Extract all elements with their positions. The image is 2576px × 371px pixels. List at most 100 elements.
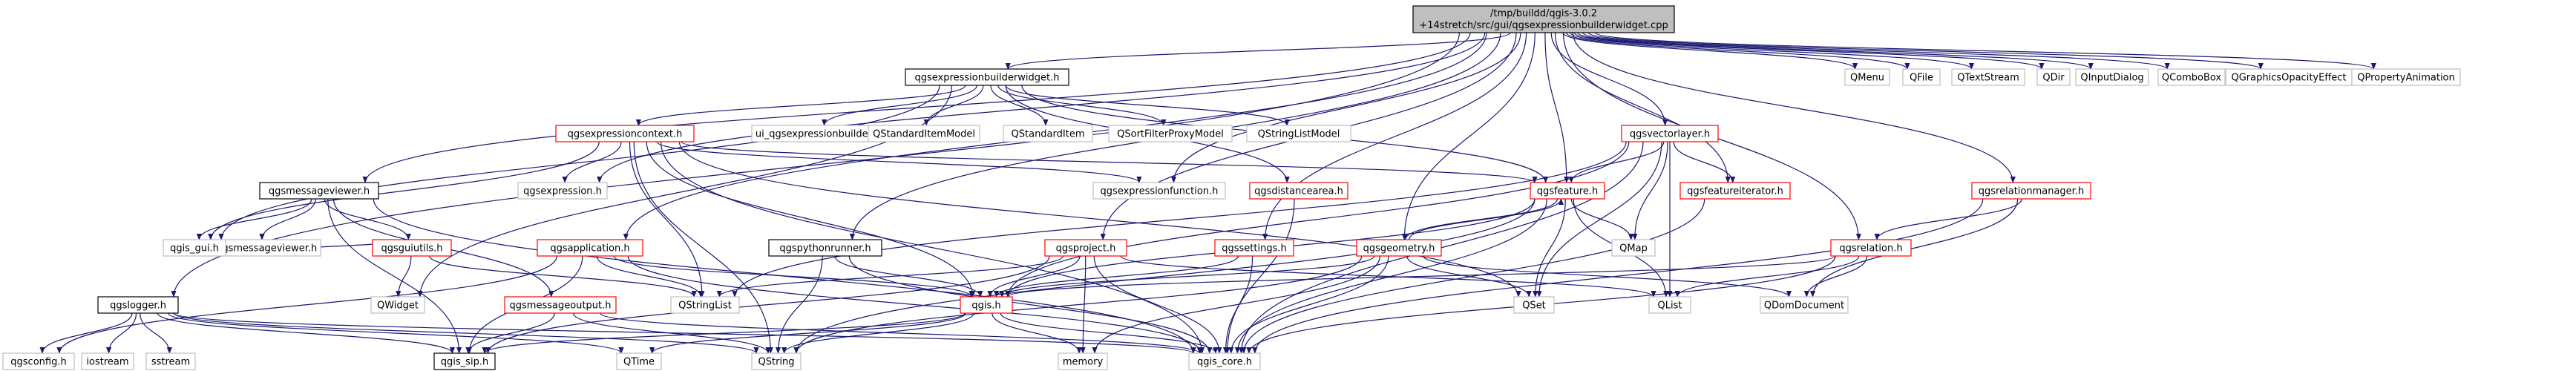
edge-qgis_h-to-QString	[781, 312, 974, 354]
edge-qgsgeometry_h-to-qgis_h	[999, 255, 1375, 298]
header-node-qcombobox-box	[2157, 68, 2226, 86]
header-node-qgsvectorlayer[interactable]: qgsvectorlayer.h	[1621, 125, 1719, 142]
header-node-qmap[interactable]: QMap	[1611, 239, 1656, 257]
header-node-qinputdialog[interactable]: QInputDialog	[2075, 68, 2149, 86]
header-node-qgsguiutils[interactable]: qgsguiutils.h	[372, 239, 452, 257]
header-node-qgsproject-box	[1044, 239, 1127, 257]
edge-root-to-qgsfeatureiterator_h	[1554, 32, 1731, 183]
header-node-sstream-label: sstream	[151, 357, 190, 368]
header-node-qgsexpression-label: qgsexpression.h	[523, 186, 602, 197]
edge-root-to-QFile	[1565, 32, 1910, 70]
header-node-qgsproject[interactable]: qgsproject.h	[1044, 239, 1127, 257]
edge-qgsfeature_h-to-qgis_core_h	[1234, 198, 1547, 354]
header-node-qsortfilterproxymodel[interactable]: QSortFilterProxyModel	[1108, 125, 1233, 142]
edge-qgsexpressioncontext_h-to-QString	[633, 141, 773, 354]
header-node-qgsrelation[interactable]: qgsrelation.h	[1830, 239, 1912, 257]
header-node-qdir[interactable]: QDir	[2036, 68, 2071, 86]
header-node-qgsvectorlayer-label: qgsvectorlayer.h	[1630, 129, 1710, 140]
edge-qgsexpressioncontext_h-to-qgis_h	[646, 141, 976, 298]
header-node-qgsfeature[interactable]: qgsfeature.h	[1530, 182, 1605, 200]
header-node-qgsfeatureiterator[interactable]: qgsfeatureiterator.h	[1679, 182, 1791, 200]
header-node-qfile-label: QFile	[1910, 73, 1933, 84]
header-node-qstringlist[interactable]: QStringList	[670, 296, 740, 314]
header-node-qwidget[interactable]: QWidget	[370, 296, 425, 314]
header-node-qgraphicsopacityeffect-label: QGraphicsOpacityEffect	[2231, 73, 2346, 84]
header-node-iostream[interactable]: iostream	[81, 352, 134, 370]
header-node-qgis-gui-box	[163, 239, 226, 257]
header-node-qstringlistmodel[interactable]: QStringListModel	[1246, 125, 1351, 142]
edge-qgsfeature_h-to-QString	[793, 198, 1536, 354]
header-node-qfile[interactable]: QFile	[1902, 68, 1941, 86]
header-node-qstandarditemmodel-label: QStandardItemModel	[873, 129, 975, 140]
header-node-qgspythonrunner-box	[768, 239, 882, 257]
header-node-qgis-sip[interactable]: qgis_sip.h	[433, 352, 496, 370]
header-node-qgsexpression[interactable]: qgsexpression.h	[517, 182, 608, 200]
header-node-qgsexpressionbuilderwidget-label: qgsexpressionbuilderwidget.h	[915, 73, 1060, 84]
header-node-qgsconfig[interactable]: qgsconfig.h	[2, 352, 75, 370]
edge-qgsproject_h-to-qgis_core_h	[1093, 255, 1222, 354]
header-node-qgis-core[interactable]: qgis_core.h	[1188, 352, 1261, 370]
header-node-qgsrelationmanager[interactable]: qgsrelationmanager.h	[1971, 182, 2091, 200]
header-node-qlist[interactable]: QList	[1648, 296, 1691, 314]
header-node-qcombobox[interactable]: QComboBox	[2157, 68, 2226, 86]
header-node-qgis-label: qgis.h	[971, 301, 1000, 312]
edge-qgsexpressionbuilderwidget_h-to-QStandardItem	[990, 85, 1049, 126]
root-file-label-line1: /tmp/buildd/qgis-3.0.2	[1490, 8, 1597, 19]
header-node-qtime[interactable]: QTime	[616, 352, 662, 370]
header-node-qgsmessageoutput[interactable]: qgsmessageoutput.h	[504, 296, 617, 314]
header-node-qgsexpressioncontext[interactable]: qgsexpressioncontext.h	[555, 125, 695, 142]
edge-qgsdistancearea_h-to-qgis_core_h	[1225, 198, 1295, 354]
header-node-qgraphicsopacityeffect[interactable]: QGraphicsOpacityEffect	[2225, 68, 2353, 86]
header-node-qtextstream[interactable]: QTextStream	[1951, 68, 2025, 86]
root-file-label-line2: +14stretch/src/gui/qgsexpressionbuilderw…	[1419, 20, 1668, 31]
header-node-qgsexpressionbuilderwidget[interactable]: qgsexpressionbuilderwidget.h	[905, 68, 1069, 86]
edge-qgsrelationmanager_h-to-qgis_core_h	[1252, 198, 1984, 354]
edge-qgsmessageviewer_h-to-qgis_core_h	[373, 198, 1196, 354]
header-node-qgis[interactable]: qgis.h	[960, 296, 1013, 314]
edge-qgsapplication_h-to-qgis_h	[613, 255, 974, 298]
edge-qgslogger_h-to-QTime	[167, 312, 624, 354]
header-node-qgsexpressionfunction[interactable]: qgsexpressionfunction.h	[1092, 182, 1226, 200]
header-node-qgis-core-box	[1188, 352, 1261, 370]
header-node-qgslogger[interactable]: qgslogger.h	[97, 296, 179, 314]
root-file-node[interactable]: /tmp/buildd/qgis-3.0.2+14stretch/src/gui…	[1412, 5, 1675, 33]
header-node-qgsdistancearea[interactable]: qgsdistancearea.h	[1249, 182, 1348, 200]
header-node-qmenu[interactable]: QMenu	[1844, 68, 1890, 86]
edge-qgsexpressionbuilderwidget_h-to-QStringListModel	[1005, 85, 1290, 126]
header-node-qgsmessageviewer[interactable]: qgsmessageviewer.h	[259, 182, 379, 200]
header-node-qstandarditemmodel[interactable]: QStandardItemModel	[868, 125, 980, 142]
header-node-qdir-box	[2036, 68, 2071, 86]
header-node-qwidget-label: QWidget	[377, 301, 419, 312]
header-node-qgsguiutils-box	[372, 239, 452, 257]
header-node-qstring[interactable]: QString	[751, 352, 802, 370]
header-node-memory[interactable]: memory	[1058, 352, 1108, 370]
header-node-qgspythonrunner[interactable]: qgspythonrunner.h	[768, 239, 882, 257]
edge-qgsgeometry_h-to-QSet	[1406, 255, 1532, 298]
edge-qgsrelationmanager_h-to-qgsrelation_h	[1874, 198, 2022, 240]
header-node-qgsapplication[interactable]: qgsapplication.h	[537, 239, 643, 257]
edge-qgsexpressioncontext_h-to-qgis_core_h	[660, 141, 1205, 354]
header-node-qgsexpressionfunction-box	[1092, 182, 1226, 200]
header-node-qgsgeometry[interactable]: qgsgeometry.h	[1356, 239, 1442, 257]
header-node-sstream[interactable]: sstream	[145, 352, 196, 370]
header-node-qpropertyanimation[interactable]: QPropertyAnimation	[2351, 68, 2461, 86]
edge-qgsproject_h-to-qgis_h	[987, 255, 1081, 298]
header-node-qstringlist-label: QStringList	[678, 301, 732, 312]
header-node-ui-qgsmessageviewer[interactable]: ui_qgsmessageviewer.h	[198, 239, 321, 257]
header-node-qdir-label: QDir	[2042, 73, 2065, 84]
header-node-qinputdialog-label: QInputDialog	[2080, 73, 2143, 84]
edge-qgsvectorlayer_h-to-qgis_h	[1005, 141, 1630, 298]
header-node-qset[interactable]: QSet	[1513, 296, 1555, 314]
header-node-qgis-gui[interactable]: qgis_gui.h	[163, 239, 226, 257]
header-node-qstring-label: QString	[758, 357, 794, 368]
header-node-qgssettings[interactable]: qgssettings.h	[1214, 239, 1294, 257]
edge-qgslogger_h-to-iostream	[105, 312, 137, 354]
header-node-ui-qgsexpressionbuilder[interactable]: ui_qgsexpressionbuilder.h	[751, 125, 885, 142]
header-node-qstringlist-box	[670, 296, 740, 314]
header-node-qstandarditem[interactable]: QStandardItem	[1003, 125, 1093, 142]
header-node-qgsapplication-label: qgsapplication.h	[550, 243, 629, 255]
header-node-qdomdocument[interactable]: QDomDocument	[1760, 296, 1849, 314]
header-node-qgsfeature-box	[1530, 182, 1605, 200]
header-node-qgsmessageviewer-label: qgsmessageviewer.h	[269, 186, 370, 197]
edge-qgsexpressionbuilderwidget_h-to-QStandardItemModel	[923, 85, 984, 126]
